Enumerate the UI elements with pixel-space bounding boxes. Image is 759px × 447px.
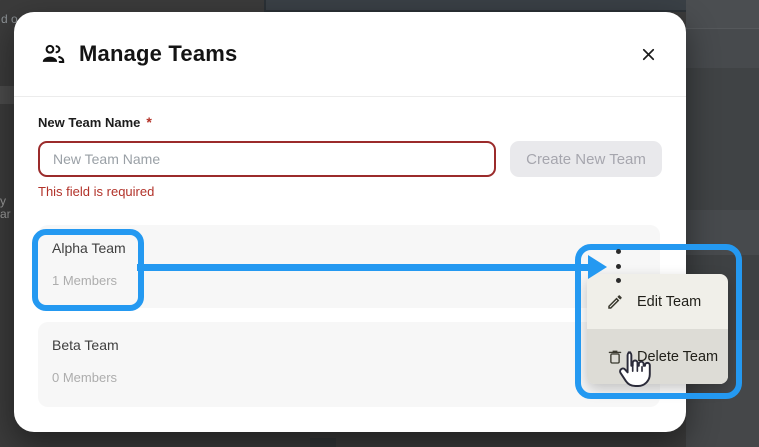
team-options-kebab-button[interactable] — [611, 249, 625, 283]
trash-icon — [608, 350, 622, 364]
background-table-edge — [264, 0, 686, 12]
team-member-count: 0 Members — [52, 370, 118, 385]
background-text-fragment: d o — [1, 12, 18, 26]
background-panel — [686, 0, 759, 28]
kebab-dot — [615, 278, 621, 283]
background-notch — [310, 438, 336, 447]
kebab-dot — [615, 249, 621, 254]
background-panel — [686, 28, 759, 68]
field-label-row: New Team Name * — [38, 114, 662, 132]
team-card-beta[interactable]: Beta Team 0 Members — [38, 322, 660, 407]
manage-teams-dialog: Manage Teams New Team Name * Create New T… — [14, 12, 686, 432]
pencil-icon — [608, 294, 622, 309]
delete-team-label: Delete Team — [637, 348, 719, 365]
team-name: Beta Team — [52, 337, 119, 353]
team-member-count: 1 Members — [52, 273, 118, 288]
new-team-name-label: New Team Name — [38, 115, 141, 130]
background-text-fragment: ar — [0, 207, 11, 221]
required-asterisk: * — [146, 114, 152, 130]
edit-team-menu-item[interactable]: Edit Team — [587, 274, 728, 329]
new-team-name-input[interactable] — [38, 141, 496, 177]
background-panel — [686, 210, 759, 255]
edit-team-label: Edit Team — [637, 293, 702, 310]
background-text-fragment: y — [0, 194, 6, 208]
create-new-team-button[interactable]: Create New Team — [510, 141, 662, 177]
team-options-menu: Edit Team Delete Team — [587, 274, 728, 384]
dialog-body: New Team Name * Create New Team This fiel… — [14, 97, 686, 407]
kebab-dot — [615, 263, 621, 269]
background-row-edge — [0, 86, 14, 104]
background-panel — [686, 68, 759, 210]
team-card-alpha[interactable]: Alpha Team 1 Members — [38, 225, 660, 308]
team-name: Alpha Team — [52, 240, 126, 256]
team-group-icon — [42, 44, 65, 63]
dialog-title: Manage Teams — [79, 41, 238, 66]
close-icon — [642, 48, 654, 60]
validation-error: This field is required — [38, 184, 155, 199]
dialog-header: Manage Teams — [14, 12, 686, 97]
close-button[interactable] — [634, 40, 662, 68]
delete-team-menu-item[interactable]: Delete Team — [587, 329, 728, 384]
create-team-row: Create New Team — [38, 141, 662, 177]
